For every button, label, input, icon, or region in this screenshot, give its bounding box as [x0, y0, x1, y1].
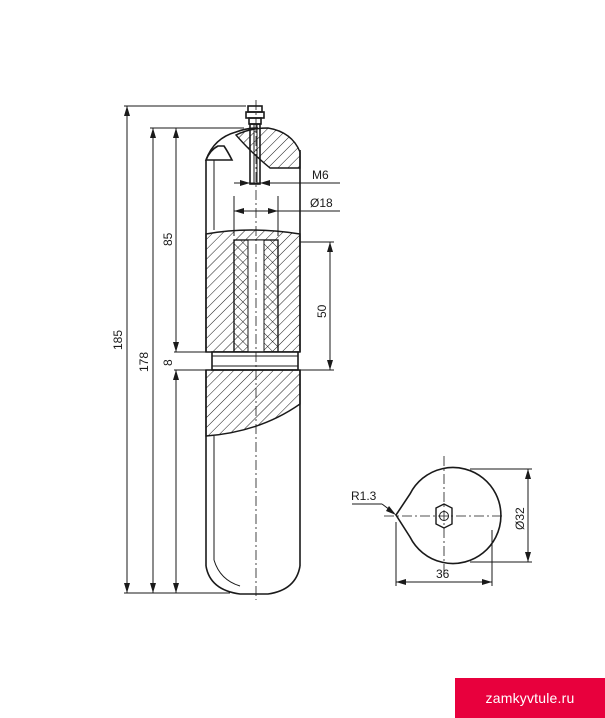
end-view-dimensions: [352, 468, 532, 586]
end-view-labels: R1.3 36 Ø32: [351, 489, 527, 581]
hinge-end-view: [384, 456, 504, 576]
site-watermark: zamkyvtule.ru: [455, 678, 605, 718]
dim-85: 85: [161, 232, 175, 246]
lower-section-hatch: [205, 369, 301, 437]
upper-cap-section: [234, 127, 301, 169]
dim-m6: M6: [312, 168, 329, 182]
dim-r13: R1.3: [351, 489, 377, 503]
washer-ring: [211, 351, 299, 371]
dim-d18: Ø18: [310, 196, 333, 210]
dim-d32: Ø32: [513, 507, 527, 530]
dim-185: 185: [111, 330, 125, 350]
dim-50: 50: [315, 304, 329, 318]
grease-nipple: [245, 105, 265, 185]
upper-cap-outline: [205, 127, 259, 161]
end-view-outline: [395, 466, 502, 565]
site-watermark-text: zamkyvtule.ru: [485, 690, 575, 706]
dim-36: 36: [436, 567, 450, 581]
hinge-side-view: [204, 100, 301, 600]
dimension-labels: M6 Ø18 185 178 85 8 50: [111, 168, 333, 372]
dimension-lines: [124, 105, 340, 594]
dim-178: 178: [137, 352, 151, 372]
dim-8: 8: [161, 359, 175, 366]
